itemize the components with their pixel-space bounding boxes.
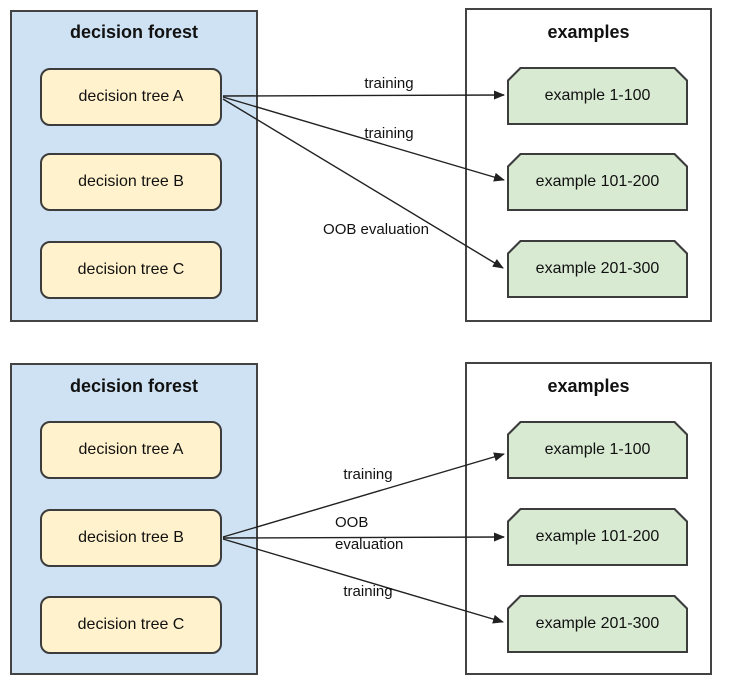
- top-arrow-training-1: [222, 90, 505, 100]
- bottom-arrow-label-training-1: training: [343, 466, 393, 483]
- top-example-101-200-label: example 101-200: [509, 155, 686, 209]
- top-example-101-200-card: example 101-200: [507, 153, 688, 211]
- bottom-decision-forest-title: decision forest: [69, 376, 199, 396]
- top-arrow-label-training-1: training: [364, 75, 414, 92]
- bottom-example-1-100-card: example 1-100: [507, 421, 688, 479]
- top-example-201-300-card: example 201-300: [507, 240, 688, 298]
- bottom-example-101-200-card: example 101-200: [507, 508, 688, 566]
- bottom-decision-tree-b: decision tree B: [40, 509, 222, 567]
- top-decision-forest-title: decision forest: [69, 22, 199, 42]
- top-arrow-label-oob-evaluation: OOB evaluation: [323, 221, 429, 238]
- top-decision-tree-a: decision tree A: [40, 68, 222, 126]
- bottom-example-201-300-label: example 201-300: [509, 597, 686, 651]
- bottom-example-1-100-label: example 1-100: [509, 423, 686, 477]
- top-arrow-label-training-2: training: [364, 125, 414, 142]
- top-decision-tree-c: decision tree C: [40, 241, 222, 299]
- bottom-examples-title: examples: [547, 376, 630, 396]
- top-decision-tree-b: decision tree B: [40, 153, 222, 211]
- bottom-arrow-label-training-2: training: [343, 583, 393, 600]
- bottom-example-201-300-card: example 201-300: [507, 595, 688, 653]
- top-example-1-100-card: example 1-100: [507, 67, 688, 125]
- bottom-decision-tree-c: decision tree C: [40, 596, 222, 654]
- top-example-1-100-label: example 1-100: [509, 69, 686, 123]
- bottom-example-101-200-label: example 101-200: [509, 510, 686, 564]
- bottom-arrow-label-oob-evaluation: OOB evaluation: [335, 514, 404, 553]
- top-examples-title: examples: [547, 22, 630, 42]
- top-example-201-300-label: example 201-300: [509, 242, 686, 296]
- bottom-decision-tree-a: decision tree A: [40, 421, 222, 479]
